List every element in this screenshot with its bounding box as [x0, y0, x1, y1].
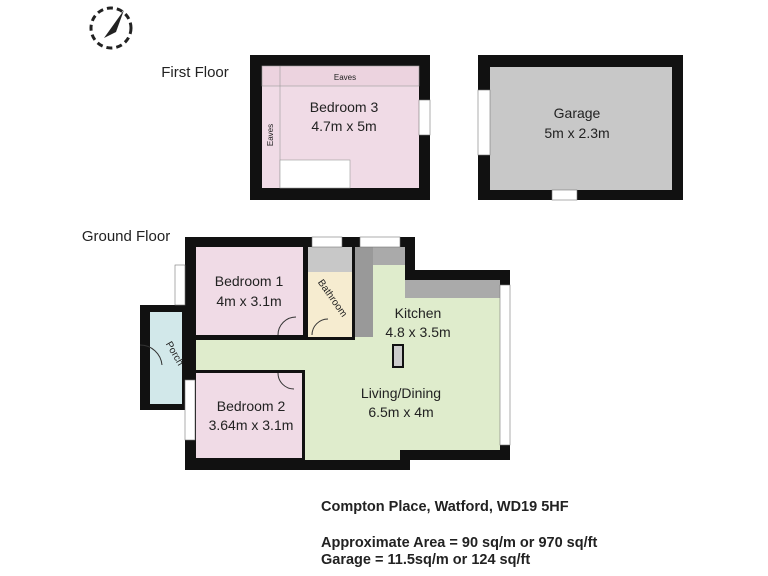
window-right [499, 284, 511, 446]
kitchen-name: Kitchen [395, 305, 442, 321]
bedroom-2-door [277, 372, 295, 390]
window-bedroom-2 [184, 379, 196, 441]
bedroom-1 [196, 247, 303, 335]
garage-area: Garage = 11.5sq/m or 124 sq/ft [321, 552, 531, 568]
bedroom-3 [250, 55, 431, 200]
kitchen-island [392, 344, 404, 368]
kitchen-size: 4.8 x 3.5m [385, 324, 450, 340]
garage-size: 5m x 2.3m [544, 125, 609, 141]
window-bedroom-1 [174, 264, 186, 306]
bathroom-door [311, 318, 329, 336]
garage-name: Garage [554, 105, 601, 121]
eaves-top-label: Eaves [334, 73, 356, 82]
porch [150, 312, 182, 404]
porch-door [139, 344, 163, 366]
window-kitchen [359, 236, 401, 248]
first-floor-label: First Floor [161, 64, 229, 81]
compass-icon [89, 6, 133, 50]
bedroom-1-size: 4m x 3.1m [216, 293, 281, 309]
bedroom-3-name: Bedroom 3 [310, 99, 379, 115]
bedroom-2-size: 3.64m x 3.1m [209, 417, 294, 433]
ground-floor-label: Ground Floor [82, 228, 170, 245]
garage [477, 55, 683, 201]
bedroom-2-name: Bedroom 2 [217, 398, 286, 414]
bedroom-2 [196, 373, 302, 458]
shower [308, 247, 352, 272]
living-name: Living/Dining [361, 385, 441, 401]
living-kitchen-area [196, 247, 500, 460]
window-bath [311, 236, 343, 248]
bedroom-3-size: 4.7m x 5m [311, 118, 376, 134]
address: Compton Place, Watford, WD19 5HF [321, 499, 569, 515]
bedroom-1-door [277, 316, 297, 336]
approximate-area: Approximate Area = 90 sq/m or 970 sq/ft [321, 535, 598, 551]
kitchen-counter-right [405, 280, 500, 298]
living-size: 6.5m x 4m [368, 404, 433, 420]
kitchen-counter-side [355, 247, 373, 337]
bedroom-1-name: Bedroom 1 [215, 273, 284, 289]
eaves-side-label: Eaves [266, 124, 275, 146]
